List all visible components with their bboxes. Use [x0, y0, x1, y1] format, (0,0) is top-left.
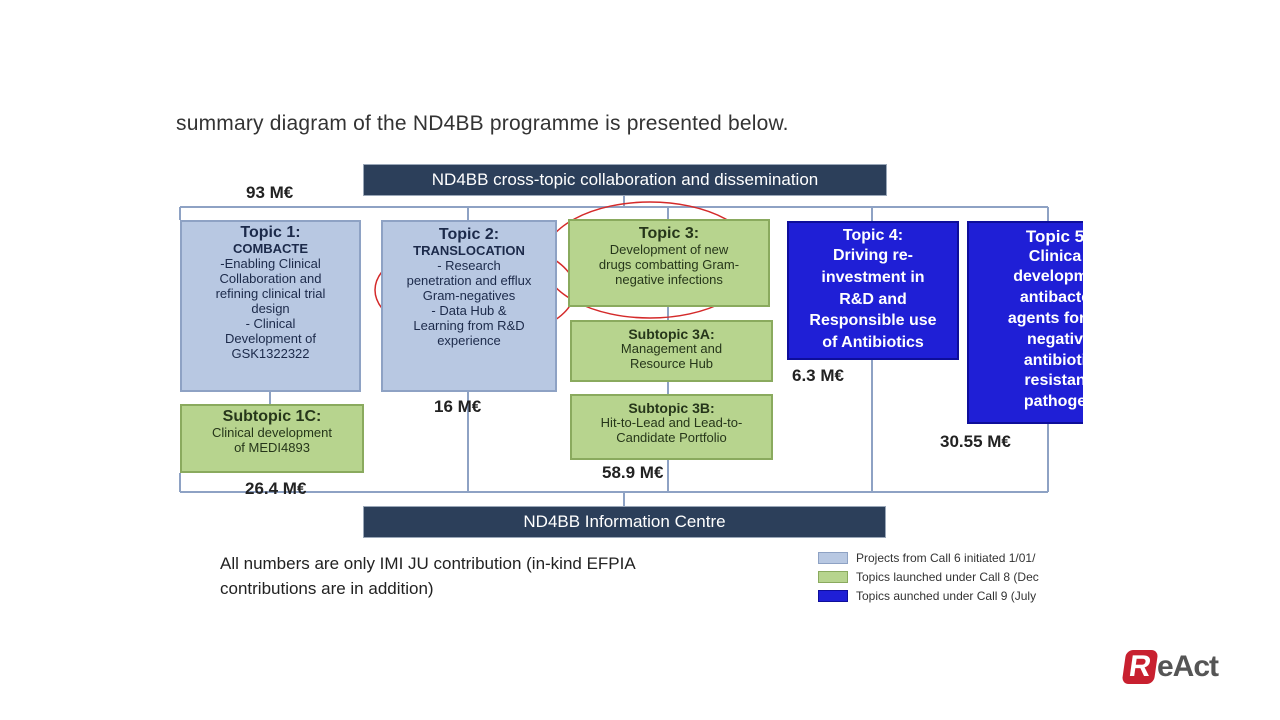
legend-item: Topics launched under Call 8 (Dec — [818, 567, 1083, 586]
topic5-clip: Topic 5 Clinica developme antibacte agen… — [967, 221, 1083, 424]
topic4-line: investment in — [821, 268, 925, 286]
topic3-title: Topic 3: — [638, 225, 700, 242]
subtopic3b-box: Subtopic 3B: Hit-to-Lead and Lead-to- Ca… — [570, 394, 773, 460]
legend: Projects from Call 6 initiated 1/01/ Top… — [818, 548, 1083, 610]
topic5-title: Topic 5 — [1025, 227, 1083, 246]
legend-swatch-dark-blue — [818, 589, 848, 602]
amount-topic4: 6.3 M€ — [792, 366, 844, 385]
topic1-line: - Clinical — [245, 316, 296, 332]
topic2-line: - Data Hub & — [431, 303, 507, 319]
topic2-line: Gram-negatives — [422, 288, 516, 304]
topic5-line: antibioti — [1023, 351, 1083, 369]
topic5-line: resistan — [1024, 372, 1083, 390]
topic4-line: R&D and — [839, 290, 907, 308]
subtopic3b-line: Hit-to-Lead and Lead-to- — [600, 415, 743, 431]
legend-item: Projects from Call 6 initiated 1/01/ — [818, 548, 1083, 567]
subtopic3a-line: Management and — [620, 341, 723, 357]
topic2-subtitle: TRANSLOCATION — [413, 243, 525, 259]
topic5-line: developme — [1013, 268, 1083, 286]
amount-topic2: 16 M€ — [434, 397, 482, 416]
topic1-box: Topic 1: COMBACTE -Enabling Clinical Col… — [180, 220, 361, 392]
topic2-box: Topic 2: TRANSLOCATION - Research penetr… — [381, 220, 557, 392]
topic3-line: Development of new — [609, 242, 729, 258]
subtopic1c-title: Subtopic 1C: — [222, 408, 322, 425]
cross-topic-bar: ND4BB cross-topic collaboration and diss… — [363, 164, 887, 196]
topic2-line: Learning from R&D — [413, 318, 525, 334]
topic4-line: Driving re- — [832, 247, 913, 265]
legend-label: Topics launched under Call 8 (Dec — [856, 569, 1039, 584]
topic1-line: -Enabling Clinical — [220, 256, 321, 272]
logo-mark: R — [1121, 650, 1159, 684]
amount-topic5: 30.55 M€ — [940, 432, 1011, 451]
topic5-line: pathoge — [1023, 393, 1083, 411]
topic2-line: experience — [437, 333, 501, 349]
topic5-box: Topic 5 Clinica developme antibacte agen… — [967, 221, 1083, 424]
topic1-line: GSK1322322 — [231, 345, 310, 361]
topic3-line: drugs combatting Gram- — [598, 257, 740, 273]
subtopic3b-line: Candidate Portfolio — [616, 430, 727, 446]
topic5-line: Clinica — [1028, 247, 1082, 265]
amount-topic1: 93 M€ — [246, 183, 294, 202]
legend-label: Topics aunched under Call 9 (July — [856, 588, 1037, 603]
contribution-note: All numbers are only IMI JU contribution… — [220, 554, 635, 598]
amount-subtopic1c: 26.4 M€ — [245, 479, 307, 498]
topic5-line: agents for G — [1007, 309, 1083, 327]
subtopic3b-title: Subtopic 3B: — [628, 400, 715, 416]
topic4-line: Responsible use — [809, 312, 937, 330]
logo-text: eAct — [1157, 650, 1219, 683]
subtopic1c-box: Subtopic 1C: Clinical development of MED… — [180, 404, 364, 473]
subtopic1c-line: of MEDI4893 — [234, 440, 310, 456]
legend-swatch-green — [818, 570, 848, 583]
topic3-line: negative infections — [615, 272, 723, 288]
subtopic3a-line: Resource Hub — [629, 356, 714, 372]
legend-item: Topics aunched under Call 9 (July — [818, 586, 1083, 605]
topic2-title: Topic 2: — [438, 226, 500, 243]
legend-label: Projects from Call 6 initiated 1/01/ — [856, 550, 1036, 565]
information-centre-bar: ND4BB Information Centre — [363, 506, 886, 538]
subtopic1c-line: Clinical development — [212, 425, 332, 441]
diagram-heading: summary diagram of the ND4BB programme i… — [176, 112, 789, 135]
topic1-line: Collaboration and — [219, 271, 322, 287]
amount-topic3: 58.9 M€ — [602, 463, 664, 482]
legend-swatch-light-blue — [818, 551, 848, 564]
subtopic3a-title: Subtopic 3A: — [628, 326, 715, 342]
topic2-line: penetration and efflux — [406, 273, 532, 289]
react-logo: R eAct — [1121, 650, 1219, 684]
topic5-line: antibacte — [1019, 289, 1083, 307]
subtopic3a-box: Subtopic 3A: Management and Resource Hub — [570, 320, 773, 382]
topic1-line: design — [251, 301, 290, 317]
topic4-box: Topic 4: Driving re- investment in R&D a… — [787, 221, 959, 360]
topic1-subtitle: COMBACTE — [232, 241, 309, 257]
topic1-line: refining clinical trial — [215, 286, 326, 302]
topic4-title: Topic 4: — [842, 227, 904, 244]
topic4-line: of Antibiotics — [822, 333, 924, 351]
topic2-line: - Research — [437, 258, 501, 274]
topic5-line: negativ — [1026, 330, 1083, 348]
topic1-title: Topic 1: — [240, 224, 301, 241]
topic3-box: Topic 3: Development of new drugs combat… — [568, 219, 770, 307]
topic1-line: Development of — [224, 331, 317, 347]
